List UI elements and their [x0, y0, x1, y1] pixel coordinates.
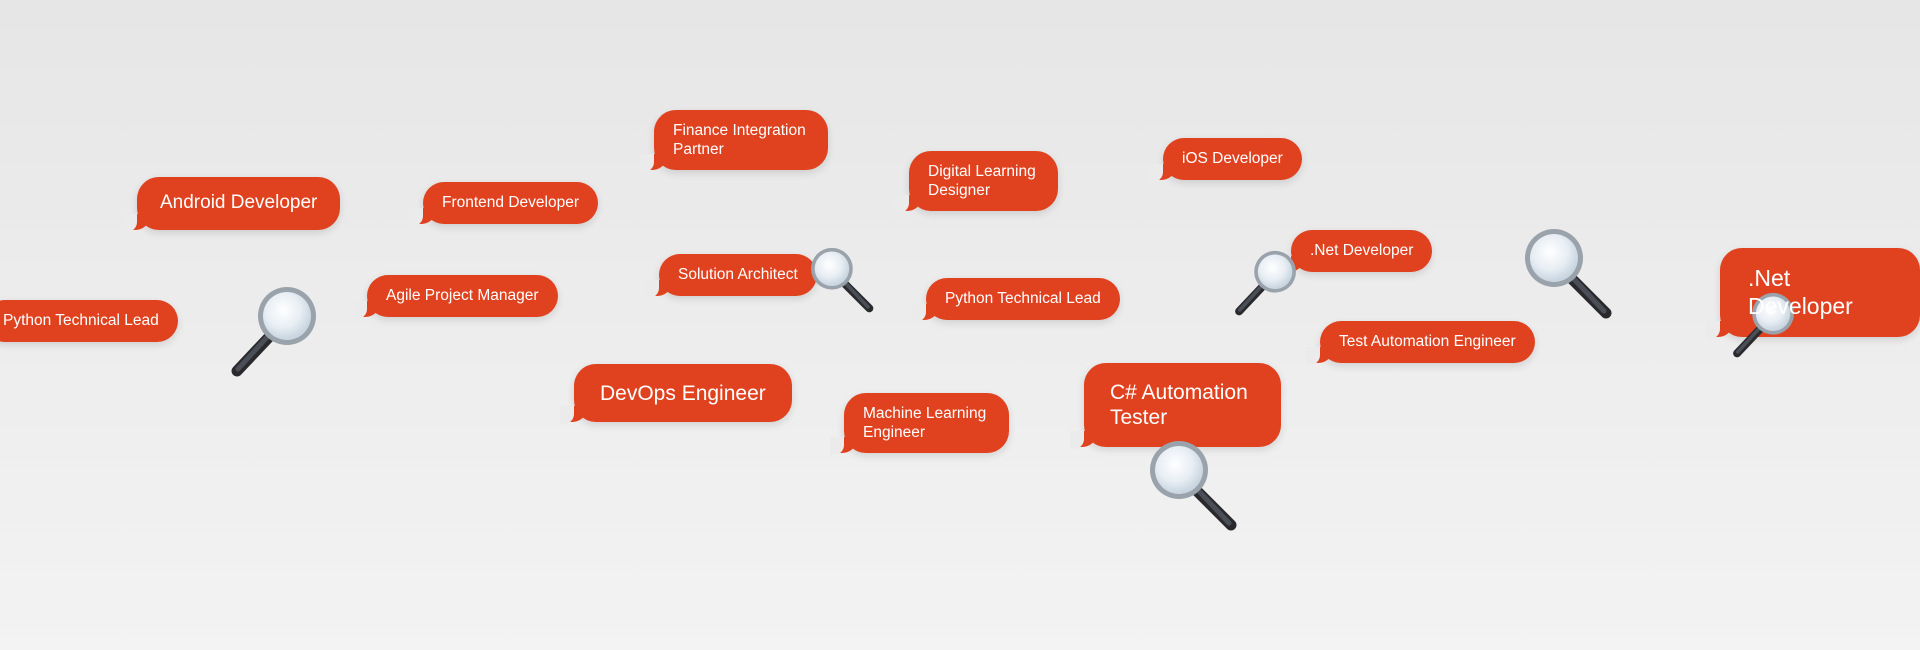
bubble-digital-learning-designer[interactable]: Digital Learning Designer [895, 151, 1058, 214]
bubble-label: Frontend Developer [442, 194, 579, 211]
bubble-label: Android Developer [160, 192, 318, 213]
bubble-label: Agile Project Manager [386, 287, 539, 304]
magnifying-glass-icon [1150, 441, 1237, 531]
bubble-label: Digital Learning Designer [928, 163, 1036, 199]
bubble-net-developer-large[interactable]: .Net Developer [1706, 248, 1920, 340]
bubble-frontend-developer[interactable]: Frontend Developer [409, 182, 598, 226]
bubble-label: iOS Developer [1182, 150, 1283, 167]
bubble-label: Solution Architect [678, 266, 798, 283]
bubble-machine-learning-engineer[interactable]: Machine Learning Engineer [830, 393, 1009, 456]
bubble-label: Machine Learning Engineer [863, 405, 987, 441]
bubble-label: Finance Integration Partner [673, 122, 806, 158]
bubble-solution-architect[interactable]: Solution Architect [645, 254, 817, 298]
magnifying-glass-icon [231, 287, 316, 377]
bubble-test-automation-engineer[interactable]: Test Automation Engineer [1306, 321, 1535, 365]
bubble-devops-engineer[interactable]: DevOps Engineer [560, 364, 792, 425]
bubble-label: DevOps Engineer [600, 382, 766, 405]
bubble-python-technical-lead[interactable]: Python Technical Lead [912, 278, 1120, 322]
bubble-label: Python Technical Lead [945, 290, 1101, 307]
bubble-finance-integration-partner[interactable]: Finance Integration Partner [640, 110, 828, 173]
bubble-label: .Net Developer [1310, 242, 1414, 259]
magnifying-glass-icon [1733, 292, 1794, 358]
bubble-label: Python Technical Lead [3, 312, 159, 329]
bubble-ios-developer[interactable]: iOS Developer [1149, 138, 1302, 182]
magnifying-glass-icon [1525, 229, 1612, 319]
bubble-csharp-automation-tester[interactable]: C# Automation Tester [1070, 363, 1281, 450]
bubble-python-technical-lead-left[interactable]: Python Technical Lead [0, 300, 178, 342]
magnifying-glass-icon [1235, 250, 1296, 316]
bubble-label: C# Automation Tester [1110, 381, 1248, 430]
magnifying-glass-icon [811, 247, 874, 313]
bubble-label: Test Automation Engineer [1339, 333, 1516, 350]
bubble-label: .Net Developer [1748, 265, 1853, 319]
bubble-net-developer-small[interactable]: .Net Developer [1276, 230, 1433, 274]
bubble-android-developer[interactable]: Android Developer [122, 177, 341, 232]
bubble-agile-project-manager[interactable]: Agile Project Manager [353, 275, 558, 319]
